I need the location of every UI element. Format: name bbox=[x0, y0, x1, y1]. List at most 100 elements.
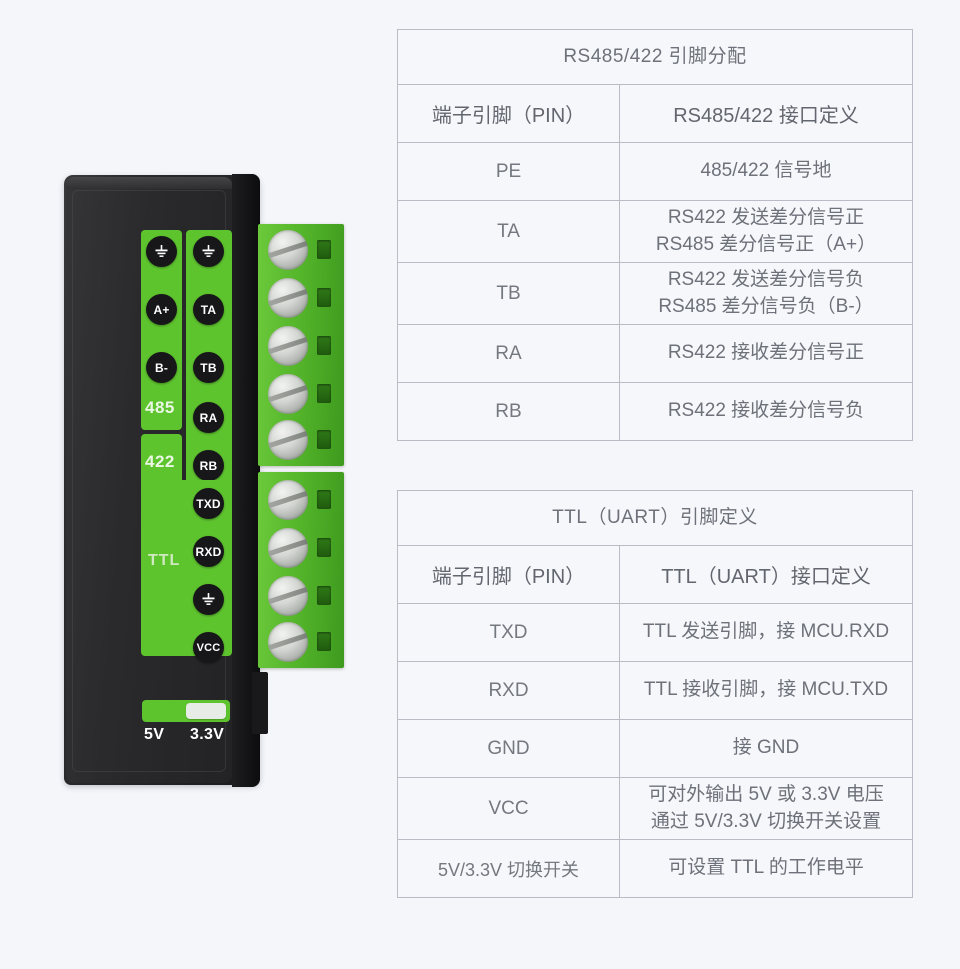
terminal-screw[interactable] bbox=[268, 622, 308, 662]
cell-pin: TB bbox=[397, 262, 620, 325]
cell-definition: RS422 接收差分信号正 bbox=[618, 324, 914, 383]
column-header-pin: 端子引脚（PIN） bbox=[397, 545, 620, 604]
badge-b-minus-label: B- bbox=[154, 360, 169, 375]
terminal-block-rs485 bbox=[258, 224, 344, 466]
terminal-port[interactable] bbox=[317, 384, 331, 403]
cell-definition: 可设置 TTL 的工作电平 bbox=[618, 839, 914, 898]
product-photo: A+ B- 485 422 TA bbox=[0, 150, 390, 810]
voltage-switch-label-5v: 5V bbox=[144, 726, 165, 743]
badge-a-plus: A+ bbox=[146, 294, 177, 325]
table-title-rs485: RS485/422 引脚分配 bbox=[396, 29, 914, 85]
terminal-screw[interactable] bbox=[268, 576, 308, 616]
column-header-pin: 端子引脚（PIN） bbox=[397, 84, 620, 143]
terminal-screw[interactable] bbox=[268, 420, 308, 460]
badge-vcc: VCC bbox=[193, 632, 224, 663]
cell-pin: VCC bbox=[397, 777, 620, 840]
badge-rb-label: RB bbox=[199, 458, 218, 473]
cell-pin: RXD bbox=[397, 661, 620, 720]
badge-txd-label: TXD bbox=[196, 496, 221, 511]
terminal-screw[interactable] bbox=[268, 278, 308, 318]
column-header-definition: TTL（UART）接口定义 bbox=[618, 545, 914, 604]
badge-tb-label: TB bbox=[200, 360, 217, 375]
table-row: TXD TTL 发送引脚，接 MCU.RXD bbox=[397, 603, 914, 662]
table-row: RA RS422 接收差分信号正 bbox=[397, 324, 914, 383]
table-title-ttl: TTL（UART）引脚定义 bbox=[396, 490, 914, 546]
cell-pin: TXD bbox=[397, 603, 620, 662]
cell-definition: 485/422 信号地 bbox=[618, 142, 914, 201]
definition-line: 可设置 TTL 的工作电平 bbox=[668, 857, 864, 879]
terminal-port[interactable] bbox=[317, 336, 331, 355]
cell-definition: RS422 发送差分信号正 RS485 差分信号正（A+） bbox=[618, 200, 914, 263]
table-row: 5V/3.3V 切换开关 可设置 TTL 的工作电平 bbox=[397, 839, 914, 898]
table-row: RB RS422 接收差分信号负 bbox=[397, 382, 914, 441]
cell-pin: RB bbox=[397, 382, 620, 441]
definition-line: RS422 接收差分信号正 bbox=[667, 342, 865, 364]
ttl-uart-pin-table: TTL（UART）引脚定义 端子引脚（PIN） TTL（UART）接口定义 TX… bbox=[396, 490, 914, 898]
badge-tb: TB bbox=[193, 352, 224, 383]
device-latch-nub bbox=[252, 672, 268, 734]
group-label-422: 422 bbox=[145, 452, 175, 471]
terminal-port[interactable] bbox=[317, 430, 331, 449]
label-485-group: A+ B- 485 bbox=[141, 230, 182, 430]
table-row: RXD TTL 接收引脚，接 MCU.TXD bbox=[397, 661, 914, 720]
badge-rxd-label: RXD bbox=[195, 544, 222, 559]
rs485-422-pin-table: RS485/422 引脚分配 端子引脚（PIN） RS485/422 接口定义 … bbox=[396, 29, 914, 441]
table-row: VCC 可对外输出 5V 或 3.3V 电压 通过 5V/3.3V 切换开关设置 bbox=[397, 777, 914, 840]
definition-line: RS485 差分信号负（B-） bbox=[658, 295, 874, 317]
terminal-screw[interactable] bbox=[268, 528, 308, 568]
group-label-485: 485 bbox=[145, 398, 175, 417]
cell-pin: GND bbox=[397, 719, 620, 778]
ground-icon bbox=[146, 236, 177, 267]
badge-txd: TXD bbox=[193, 488, 224, 519]
badge-ra: RA bbox=[193, 402, 224, 433]
cell-definition: RS422 接收差分信号负 bbox=[618, 382, 914, 441]
terminal-block-ttl bbox=[258, 472, 344, 668]
definition-line: RS422 发送差分信号正 bbox=[667, 207, 865, 229]
terminal-port[interactable] bbox=[317, 240, 331, 259]
badge-ta: TA bbox=[193, 294, 224, 325]
ground-icon bbox=[193, 584, 224, 615]
badge-b-minus: B- bbox=[146, 352, 177, 383]
terminal-screw[interactable] bbox=[268, 230, 308, 270]
badge-vcc-label: VCC bbox=[196, 641, 221, 654]
terminal-screw[interactable] bbox=[268, 326, 308, 366]
cell-pin: PE bbox=[397, 142, 620, 201]
cell-definition: RS422 发送差分信号负 RS485 差分信号负（B-） bbox=[618, 262, 914, 325]
definition-line: 可对外输出 5V 或 3.3V 电压 bbox=[648, 784, 884, 806]
terminal-screw[interactable] bbox=[268, 480, 308, 520]
cell-definition: TTL 发送引脚，接 MCU.RXD bbox=[618, 603, 914, 662]
badge-ta-label: TA bbox=[200, 302, 217, 317]
terminal-port[interactable] bbox=[317, 632, 331, 651]
terminal-port[interactable] bbox=[317, 586, 331, 605]
terminal-port[interactable] bbox=[317, 490, 331, 509]
table-row: GND 接 GND bbox=[397, 719, 914, 778]
definition-line: TTL 接收引脚，接 MCU.TXD bbox=[643, 679, 889, 701]
voltage-switch-label-3v3: 3.3V bbox=[190, 726, 225, 743]
definition-line: 接 GND bbox=[732, 737, 800, 759]
table-row: PE 485/422 信号地 bbox=[397, 142, 914, 201]
badge-rb: RB bbox=[193, 450, 224, 481]
cell-pin: RA bbox=[397, 324, 620, 383]
definition-line: 485/422 信号地 bbox=[700, 160, 832, 182]
voltage-switch-knob[interactable] bbox=[186, 703, 226, 719]
definition-line: RS485 差分信号正（A+） bbox=[655, 233, 877, 255]
table-row: TB RS422 发送差分信号负 RS485 差分信号负（B-） bbox=[397, 262, 914, 325]
definition-line: 通过 5V/3.3V 切换开关设置 bbox=[650, 810, 882, 832]
cell-definition: 可对外输出 5V 或 3.3V 电压 通过 5V/3.3V 切换开关设置 bbox=[618, 777, 914, 840]
definition-line: TTL 发送引脚，接 MCU.RXD bbox=[642, 621, 890, 643]
label-ttl-group: TTL TXD RXD VCC bbox=[141, 480, 232, 663]
terminal-port[interactable] bbox=[317, 538, 331, 557]
terminal-port[interactable] bbox=[317, 288, 331, 307]
cell-pin: 5V/3.3V 切换开关 bbox=[397, 839, 620, 898]
cell-definition: TTL 接收引脚，接 MCU.TXD bbox=[618, 661, 914, 720]
definition-line: RS422 接收差分信号负 bbox=[667, 400, 865, 422]
table-row: TA RS422 发送差分信号正 RS485 差分信号正（A+） bbox=[397, 200, 914, 263]
badge-ra-label: RA bbox=[199, 410, 218, 425]
label-rs485-pins-column: TA TB RA RB bbox=[186, 230, 232, 494]
group-label-ttl: TTL bbox=[148, 552, 181, 569]
voltage-switch[interactable] bbox=[142, 700, 230, 722]
terminal-screw[interactable] bbox=[268, 374, 308, 414]
badge-rxd: RXD bbox=[193, 536, 224, 567]
definition-line: RS422 发送差分信号负 bbox=[667, 269, 865, 291]
